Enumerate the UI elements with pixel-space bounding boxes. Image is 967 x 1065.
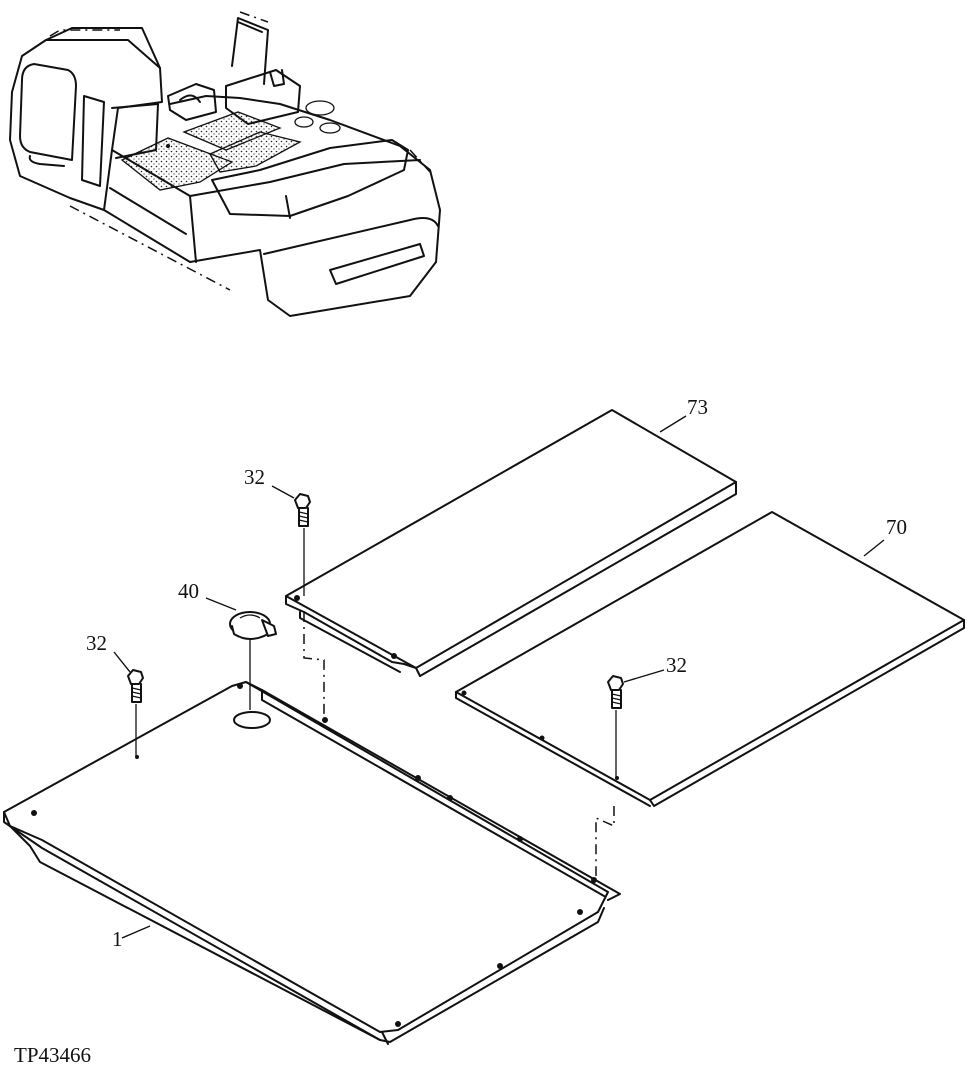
figure-id: TP43466 bbox=[14, 1043, 91, 1065]
floor-panel-part-70 bbox=[455, 511, 965, 807]
callout-73: 73 bbox=[687, 395, 708, 419]
floor-mat-part-73 bbox=[285, 409, 737, 677]
callout-40: 40 bbox=[178, 579, 199, 603]
plug-part-40 bbox=[229, 611, 277, 640]
callout-32-top: 32 bbox=[244, 465, 265, 489]
callout-1: 1 bbox=[112, 927, 123, 951]
alignment-lines bbox=[135, 528, 619, 876]
floor-plate-part-1 bbox=[3, 681, 621, 1045]
bolt-right-part-32 bbox=[607, 675, 624, 709]
leader-lines bbox=[113, 415, 885, 939]
callout-70: 70 bbox=[886, 515, 907, 539]
excavator-locator-view bbox=[9, 11, 441, 317]
callout-32-left: 32 bbox=[86, 631, 107, 655]
bolt-left-part-32 bbox=[127, 669, 144, 703]
callout-32-right: 32 bbox=[666, 653, 687, 677]
bolt-top-part-32 bbox=[294, 493, 311, 527]
